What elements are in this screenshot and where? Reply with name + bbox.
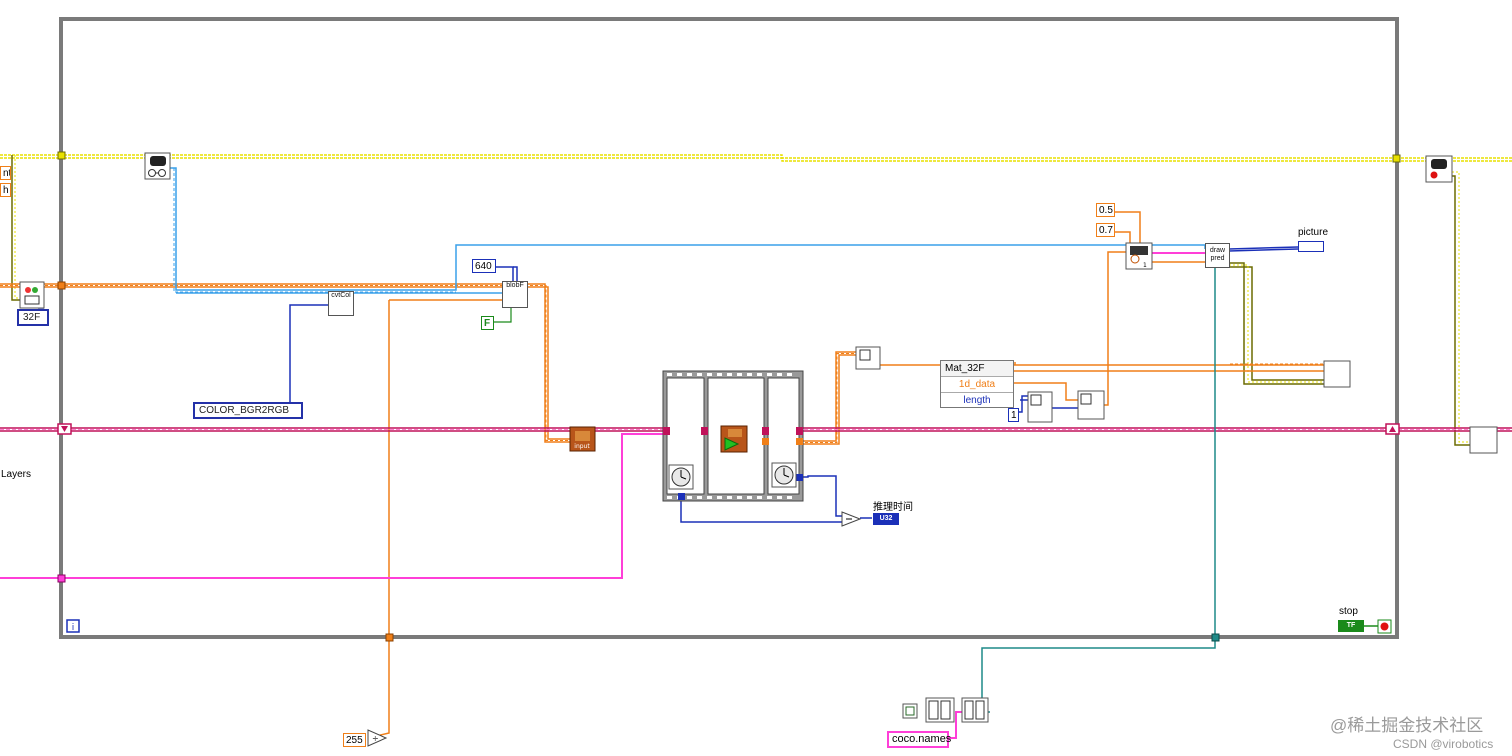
seq-tunnel-5 bbox=[762, 438, 769, 445]
svg-text:input: input bbox=[574, 443, 590, 450]
seq-tunnel-6 bbox=[796, 438, 803, 445]
swaprb-constant: F bbox=[481, 316, 494, 330]
shield-icon bbox=[1425, 155, 1453, 183]
yellow-wire bbox=[0, 154, 1512, 162]
dnn-forward-node bbox=[720, 425, 748, 453]
mat-release-right-node bbox=[1469, 426, 1498, 454]
svg-text:1: 1 bbox=[1143, 262, 1147, 269]
array-index-node bbox=[1027, 391, 1053, 423]
flat-sequence-structure bbox=[662, 370, 804, 502]
tunnel-yellow-left bbox=[57, 151, 66, 160]
nms-threshold-constant: 0.7 bbox=[1096, 223, 1115, 237]
watermark-csdn: CSDN @virobotics bbox=[1393, 737, 1494, 751]
type-enum[interactable]: 32F bbox=[17, 309, 49, 326]
nms-node: 1 bbox=[1125, 242, 1153, 270]
draw-pred-node: draw pred bbox=[1205, 243, 1230, 268]
watermark-juejin: @稀土掘金技术社区 bbox=[1330, 716, 1484, 735]
mat-cluster-field-data: 1d_data bbox=[941, 377, 1013, 393]
seq-tunnel-3 bbox=[762, 427, 769, 435]
lightblue-wire bbox=[170, 167, 1206, 294]
seq-tunnel-1 bbox=[663, 427, 670, 435]
seq-tunnel-8 bbox=[796, 474, 803, 481]
glasses-icon bbox=[144, 152, 171, 180]
svg-text:i: i bbox=[72, 623, 75, 633]
cvtcolor-node: cvtCol bbox=[328, 291, 354, 316]
mat-release-node bbox=[1323, 360, 1351, 388]
subtract-node bbox=[841, 511, 862, 527]
dnn-input-node: input bbox=[569, 426, 596, 452]
scale-constant: 255 bbox=[343, 733, 366, 747]
green-wire bbox=[494, 308, 512, 323]
picture-indicator bbox=[1298, 241, 1324, 252]
tunnel-orange-left bbox=[57, 281, 66, 290]
file-path-node bbox=[902, 703, 918, 719]
blob-from-image-node: blobF bbox=[502, 281, 528, 308]
left-const-2: h bbox=[0, 183, 11, 197]
coco-names-constant: coco.names bbox=[887, 731, 951, 748]
seq-tunnel-2 bbox=[701, 427, 708, 435]
seq-tunnel-7 bbox=[678, 493, 685, 500]
tunnel-pink-left bbox=[57, 574, 66, 583]
layers-label: Layers bbox=[1, 469, 32, 480]
mat-cluster-field-length: length bbox=[963, 395, 991, 406]
tunnel-teal-bottom bbox=[1211, 633, 1220, 642]
divide-node: ÷ bbox=[367, 729, 388, 747]
stop-button-icon bbox=[1377, 619, 1392, 634]
split-lines-node bbox=[961, 697, 989, 723]
clock-icon bbox=[771, 462, 797, 488]
stop-control[interactable]: TF bbox=[1338, 620, 1364, 632]
color-conversion-enum[interactable]: COLOR_BGR2RGB bbox=[193, 402, 303, 419]
picture-label: picture bbox=[1298, 227, 1329, 238]
teal-wire bbox=[981, 268, 1216, 713]
camera-icon bbox=[19, 281, 45, 309]
confidence-constant: 0.5 bbox=[1096, 203, 1115, 217]
inference-time-indicator: U32 bbox=[873, 513, 899, 525]
array-reshape-node bbox=[855, 346, 881, 370]
left-const-1: nt bbox=[0, 166, 11, 180]
index-constant: 1 bbox=[1008, 408, 1019, 422]
orange-wire bbox=[0, 211, 1324, 739]
while-loop-frame bbox=[59, 17, 1399, 639]
mat-cluster: Mat_32F 1d_data length bbox=[940, 360, 1014, 408]
mat-cluster-title: Mat_32F bbox=[941, 361, 1013, 377]
size-constant: 640 bbox=[472, 259, 496, 273]
svg-text:÷: ÷ bbox=[372, 734, 379, 743]
array-subset-node bbox=[1077, 390, 1105, 420]
tunnel-yellow-right bbox=[1392, 154, 1401, 163]
seq-tunnel-4 bbox=[796, 427, 803, 435]
stop-label: stop bbox=[1339, 606, 1358, 617]
info-icon: i bbox=[66, 619, 80, 633]
clock-icon bbox=[668, 464, 694, 490]
inference-time-label: 推理时间 bbox=[873, 502, 913, 513]
read-file-node bbox=[925, 697, 955, 723]
tunnel-orange-bottom bbox=[385, 633, 394, 642]
blue-wire bbox=[38, 246, 1299, 523]
